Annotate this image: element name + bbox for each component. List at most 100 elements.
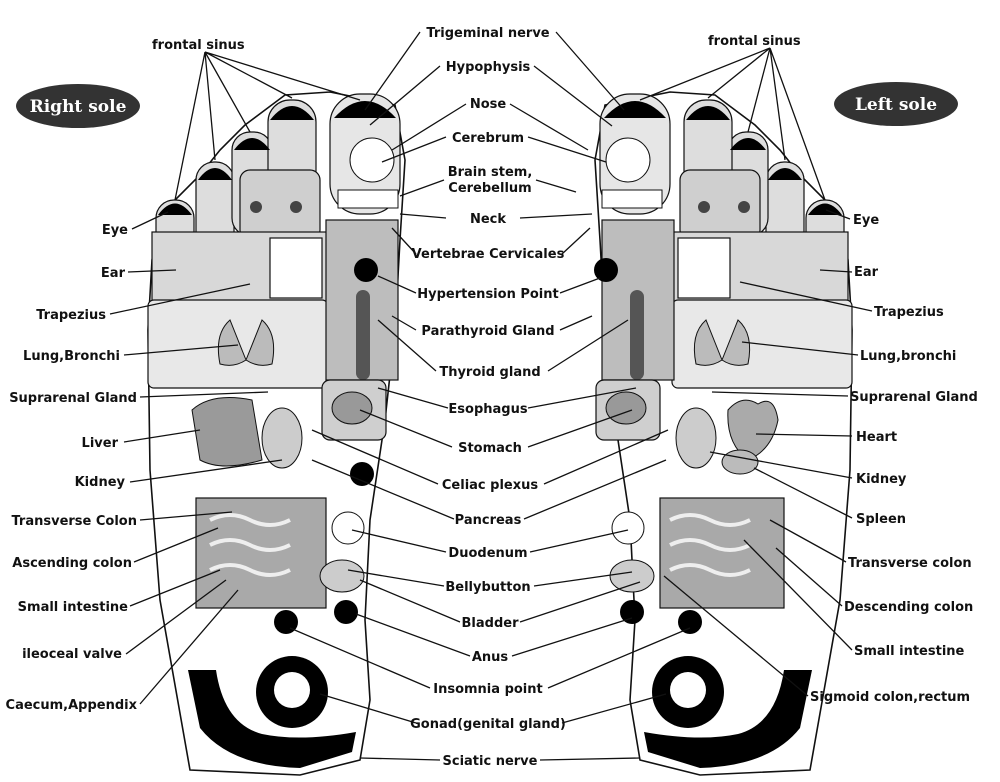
left-eye-icon-2 [738, 201, 750, 213]
right-anus-point [334, 600, 358, 624]
label-right-small-intestine: Small intestine [18, 600, 129, 615]
right-eye-icon [250, 201, 262, 213]
label-right-trapezius: Trapezius [36, 308, 106, 323]
right-gonad-icon [274, 672, 310, 708]
left-anus-point [620, 600, 644, 624]
label-nose: Nose [470, 97, 507, 112]
label-anus: Anus [472, 650, 509, 665]
left-sole-title-text: Left sole [855, 95, 937, 115]
left-kidney-icon [675, 407, 717, 469]
label-celiac-plexus: Celiac plexus [442, 478, 538, 493]
label-hypertension-point: Hypertension Point [417, 287, 558, 302]
label-left-descending-colon: Descending colon [844, 600, 973, 615]
label-left-lung: Lung,bronchi [860, 349, 956, 364]
left-sciatic-band [644, 670, 812, 768]
label-right-ear: Ear [101, 266, 126, 281]
label-insomnia-point: Insomnia point [433, 682, 542, 697]
label-left-transverse-colon: Transverse colon [848, 556, 972, 571]
right-lung-icon [217, 319, 275, 366]
label-left-small-intestine: Small intestine [854, 644, 965, 659]
left-cerebrum-icon [605, 137, 651, 183]
label-right-frontal-sinus: frontal sinus [152, 38, 245, 53]
left-bladder-icon [609, 559, 655, 593]
label-right-lung: Lung,Bronchi [23, 349, 120, 364]
left-duodenum-icon [611, 511, 645, 545]
label-right-liver: Liver [82, 436, 119, 451]
left-sinus-3 [730, 138, 766, 150]
right-cerebrum-icon [349, 137, 395, 183]
label-right-suprarenal: Suprarenal Gland [9, 391, 137, 406]
right-stomach-icon [331, 391, 373, 425]
left-eye-icon [698, 201, 710, 213]
label-trigeminal-nerve: Trigeminal nerve [426, 26, 549, 41]
label-bladder: Bladder [462, 616, 520, 631]
leader-lines [109, 31, 873, 761]
label-esophagus: Esophagus [448, 402, 527, 417]
right-sinus-2 [270, 106, 314, 120]
label-stomach: Stomach [458, 441, 522, 456]
right-eye-icon-2 [290, 201, 302, 213]
label-left-kidney: Kidney [856, 472, 907, 487]
right-esophagus-bar [356, 290, 370, 380]
left-neck-zone [601, 189, 663, 209]
right-sciatic-band [188, 670, 356, 768]
label-left-eye: Eye [853, 213, 879, 228]
label-neck: Neck [470, 212, 506, 227]
right-sole-labels: frontal sinus Eye Ear Trapezius Lung,Bro… [6, 38, 245, 713]
label-pancreas: Pancreas [455, 513, 522, 528]
right-sole [147, 91, 406, 776]
left-intestine-zone [659, 497, 785, 609]
label-brain-stem: Brain stem, [448, 165, 533, 180]
right-hypertension-point [354, 258, 378, 282]
left-sinus-2 [686, 106, 730, 120]
left-stomach-icon [605, 391, 647, 425]
label-vertebrae-cervicales: Vertebrae Cervicales [412, 247, 565, 262]
left-esophagus-bar [630, 290, 644, 380]
label-right-transverse-colon: Transverse Colon [11, 514, 137, 529]
right-insomnia-point [274, 610, 298, 634]
left-chest-zone [677, 237, 731, 299]
left-sinus-4 [768, 168, 802, 180]
label-sciatic-nerve: Sciatic nerve [443, 754, 538, 769]
right-celiac-point [350, 462, 374, 486]
right-bladder-icon [319, 559, 365, 593]
label-left-suprarenal: Suprarenal Gland [850, 390, 978, 405]
right-chest-zone [269, 237, 323, 299]
label-left-heart: Heart [856, 430, 897, 445]
left-hypertension-point [594, 258, 618, 282]
left-sole [594, 91, 853, 776]
left-sole-title: Left sole [834, 82, 958, 126]
label-left-spleen: Spleen [856, 512, 906, 527]
label-cerebrum: Cerebrum [452, 131, 524, 146]
label-parathyroid-gland: Parathyroid Gland [421, 324, 554, 339]
right-sinus-3 [234, 138, 270, 150]
left-insomnia-point [678, 610, 702, 634]
label-right-kidney: Kidney [75, 475, 126, 490]
left-spleen-icon [721, 449, 759, 475]
label-right-eye: Eye [102, 223, 128, 238]
right-intestine-icon [209, 513, 291, 577]
left-sole-labels: frontal sinus Eye Ear Trapezius Lung,bro… [708, 34, 978, 705]
label-right-ascending-colon: Ascending colon [12, 556, 132, 571]
right-sole-title-text: Right sole [30, 97, 127, 117]
center-labels: Trigeminal nerve Hypophysis Nose Cerebru… [410, 26, 566, 769]
label-gonad: Gonad(genital gland) [410, 717, 566, 732]
right-kidney-icon [261, 407, 303, 469]
label-left-trapezius: Trapezius [874, 305, 944, 320]
label-left-sigmoid-colon: Sigmoid colon,rectum [810, 690, 970, 705]
right-sinus-4 [198, 168, 232, 180]
left-heart-icon [727, 399, 779, 461]
right-sole-title: Right sole [16, 84, 140, 128]
right-neck-zone [337, 189, 399, 209]
label-left-ear: Ear [854, 265, 879, 280]
label-hypophysis: Hypophysis [446, 60, 531, 75]
left-intestine-icon [669, 513, 751, 577]
label-right-ileocecal-valve: ileoceal valve [22, 647, 122, 662]
label-right-caecum: Caecum,Appendix [6, 698, 138, 713]
label-left-frontal-sinus: frontal sinus [708, 34, 801, 49]
left-gonad-icon [670, 672, 706, 708]
label-cerebellum: Cerebellum [448, 181, 531, 196]
right-liver-icon [191, 397, 263, 467]
right-intestine-zone [195, 497, 327, 609]
